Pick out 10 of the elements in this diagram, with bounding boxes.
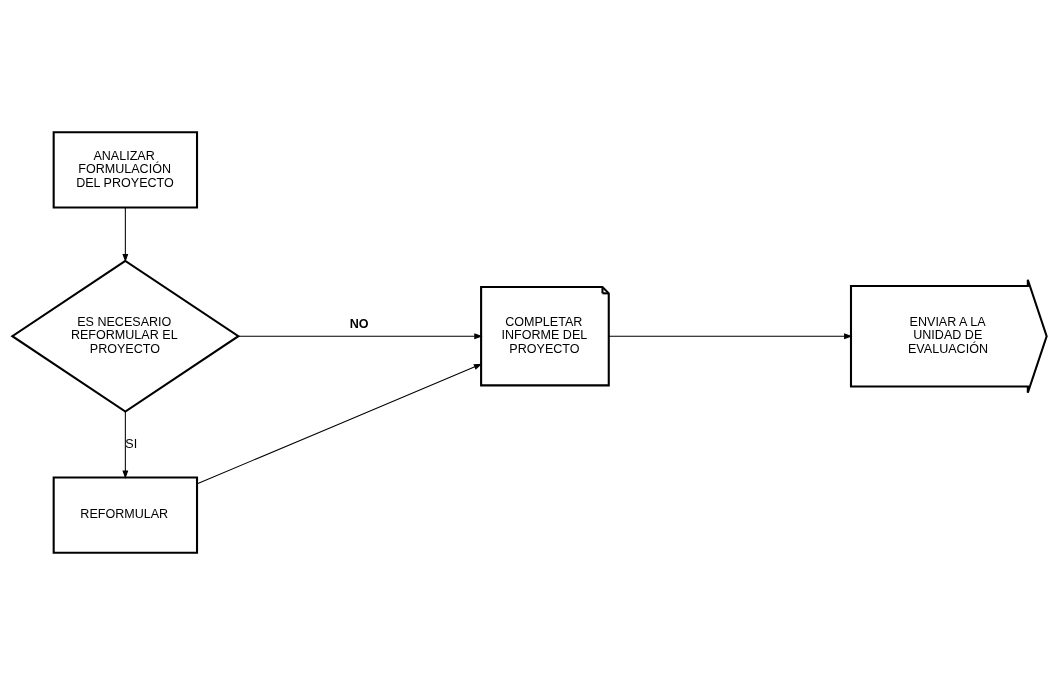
arrow xyxy=(238,333,483,340)
node-diamond: ES NECESARIO REFORMULAR EL PROYECTO xyxy=(10,259,241,413)
edge-label: NO xyxy=(349,317,369,332)
arrow xyxy=(608,333,853,340)
arrow xyxy=(122,207,129,263)
arrow xyxy=(196,363,483,485)
node-box: REFORMULAR xyxy=(52,476,199,554)
edge-label: SI xyxy=(125,436,138,451)
arrow xyxy=(122,411,129,479)
node-box: ANALIZAR FORMULACIÓN DEL PROYECTO xyxy=(52,131,199,209)
